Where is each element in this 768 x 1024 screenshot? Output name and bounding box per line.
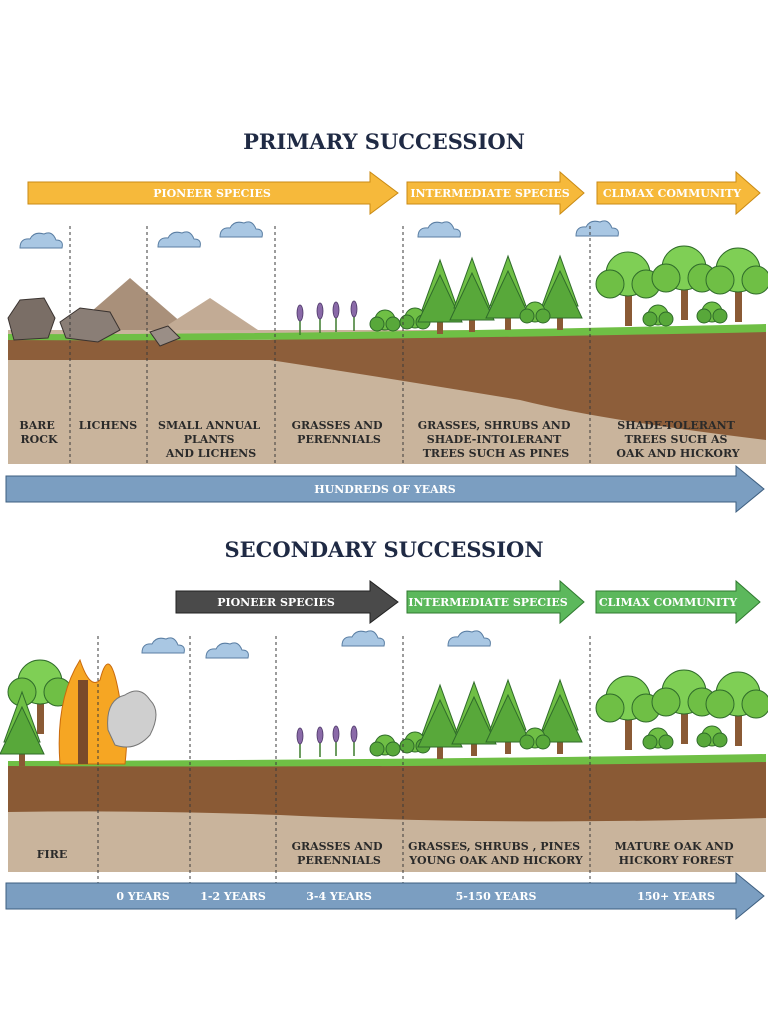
stage-label: SHADE-TOLERANT TREES SUCH AS OAK AND HIC… bbox=[616, 419, 739, 460]
stage-label: GRASSES, SHRUBS AND SHADE-INTOLERANT TRE… bbox=[418, 419, 574, 460]
secondary-timeline-arrow: 0 YEARS 1-2 YEARS 3-4 YEARS 5-150 YEARS … bbox=[5, 871, 765, 921]
primary-intermediate-arrow: INTERMEDIATE SPECIES bbox=[406, 170, 585, 216]
timeline-label-3: 5-150 YEARS bbox=[456, 890, 537, 903]
shrub-icon bbox=[369, 309, 401, 332]
primary-climax-arrow: CLIMAX COMMUNITY bbox=[596, 170, 761, 216]
timeline-label-1: 1-2 YEARS bbox=[200, 890, 266, 903]
timeline-label-2: 3-4 YEARS bbox=[306, 890, 372, 903]
cloud-icon bbox=[447, 630, 491, 647]
secondary-pioneer-arrow: PIONEER SPECIES bbox=[175, 580, 399, 624]
stage-label: GRASSES AND PERENNIALS bbox=[292, 419, 387, 446]
primary-intermediate-label: INTERMEDIATE SPECIES bbox=[410, 187, 569, 200]
flower-icon bbox=[350, 300, 358, 332]
secondary-climax-label: CLIMAX COMMUNITY bbox=[599, 596, 737, 609]
secondary-pioneer-label: PIONEER SPECIES bbox=[217, 596, 335, 609]
cloud-icon bbox=[205, 642, 249, 659]
primary-climax-label: CLIMAX COMMUNITY bbox=[603, 187, 741, 200]
shrub-icon bbox=[369, 734, 401, 757]
mountain-icon bbox=[160, 298, 258, 330]
primary-timeline-arrow: HUNDREDS OF YEARS bbox=[5, 464, 765, 514]
timeline-label-4: 150+ YEARS bbox=[637, 890, 715, 903]
cloud-icon bbox=[19, 232, 63, 249]
stage-label: GRASSES, SHRUBS , PINES YOUNG OAK AND HI… bbox=[408, 840, 584, 867]
flower-icon bbox=[332, 301, 340, 333]
smoke-icon bbox=[107, 690, 157, 748]
shrub-icon bbox=[696, 301, 728, 324]
cloud-icon bbox=[219, 221, 263, 238]
rock-pile-icon bbox=[7, 297, 181, 347]
stage-label: MATURE OAK AND HICKORY FOREST bbox=[615, 840, 738, 867]
secondary-ground bbox=[8, 754, 766, 872]
shrub-icon bbox=[642, 304, 674, 327]
stage-label: FIRE bbox=[37, 848, 67, 861]
timeline-label-0: 0 YEARS bbox=[116, 890, 169, 903]
secondary-title: SECONDARY SUCCESSION bbox=[224, 537, 543, 562]
flower-icon bbox=[350, 725, 358, 757]
secondary-climax-arrow: CLIMAX COMMUNITY bbox=[595, 579, 761, 625]
cloud-icon bbox=[141, 637, 185, 654]
cloud-icon bbox=[341, 630, 385, 647]
stage-label: LICHENS bbox=[79, 419, 137, 432]
secondary-intermediate-label: INTERMEDIATE SPECIES bbox=[408, 596, 567, 609]
secondary-intermediate-arrow: INTERMEDIATE SPECIES bbox=[406, 579, 585, 625]
flower-icon bbox=[332, 725, 340, 757]
cloud-icon bbox=[575, 220, 619, 237]
stage-label: GRASSES AND PERENNIALS bbox=[292, 840, 387, 867]
primary-pioneer-arrow: PIONEER SPECIES bbox=[27, 171, 399, 215]
shrub-icon bbox=[642, 727, 674, 750]
primary-timeline-label: HUNDREDS OF YEARS bbox=[314, 483, 456, 496]
stage-label: BARE ROCK bbox=[19, 419, 58, 446]
shrub-icon bbox=[696, 725, 728, 748]
stage-label: SMALL ANNUAL PLANTS AND LICHENS bbox=[158, 419, 264, 460]
primary-title: PRIMARY SUCCESSION bbox=[243, 129, 525, 154]
flower-icon bbox=[316, 302, 324, 334]
flower-icon bbox=[316, 726, 324, 758]
primary-ground bbox=[8, 324, 766, 464]
cloud-icon bbox=[417, 221, 461, 238]
primary-pioneer-label: PIONEER SPECIES bbox=[153, 187, 271, 200]
flower-icon bbox=[296, 727, 304, 759]
cloud-icon bbox=[157, 231, 201, 248]
